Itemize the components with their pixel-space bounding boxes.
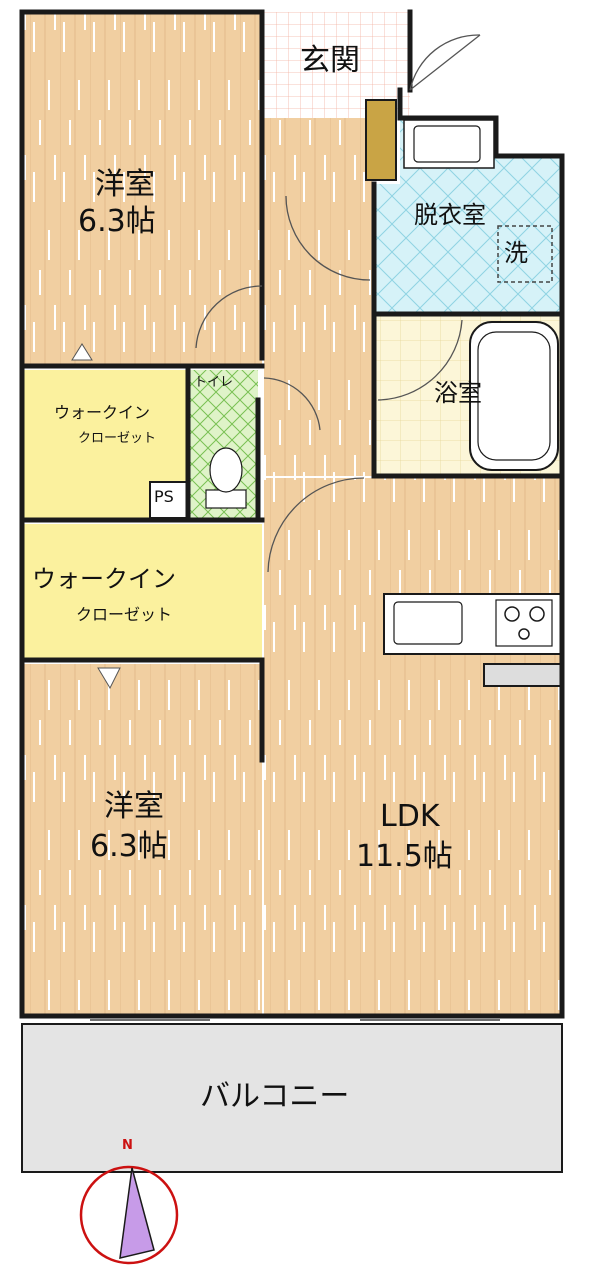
- walkin-large-line1: ウォークイン: [32, 565, 176, 593]
- bedroom-lower-name: 洋室: [104, 789, 164, 824]
- bedroom-upper-name: 洋室: [95, 167, 155, 202]
- shoe-cabinet: [365, 99, 397, 181]
- laundry-mark: 洗: [504, 239, 528, 267]
- burner: [518, 628, 530, 640]
- burner: [504, 606, 520, 622]
- compass-arrow: [119, 1167, 155, 1259]
- fridge-space: [483, 663, 563, 687]
- ldk-size: 11.5帖: [356, 839, 453, 874]
- door-marker: [71, 343, 93, 361]
- bedroom-upper-size: 6.3帖: [78, 204, 156, 239]
- door-marker: [97, 667, 121, 690]
- balcony-floor: [21, 1023, 563, 1173]
- walkin-small-line1: ウォークイン: [54, 403, 151, 422]
- washer-space: [497, 225, 553, 283]
- bedroom-upper-floor: [22, 12, 262, 364]
- bedroom-lower-floor: [22, 664, 262, 1016]
- kitchen-sink: [393, 601, 463, 645]
- ldk-name: LDK: [380, 799, 440, 834]
- bath-name: 浴室: [434, 379, 482, 407]
- ps-label: PS: [154, 487, 174, 506]
- entrance-name: 玄関: [300, 43, 360, 78]
- toilet-tank: [205, 489, 247, 509]
- bedroom-lower-size: 6.3帖: [90, 829, 168, 864]
- windows: [21, 680, 500, 1021]
- ldk-floor: [264, 478, 562, 1016]
- toilet-name: トイレ: [194, 375, 234, 390]
- burner: [529, 606, 545, 622]
- compass-north-label: N: [122, 1138, 133, 1153]
- dressing-name: 脱衣室: [414, 201, 486, 229]
- toilet-bowl: [209, 447, 243, 493]
- hallway-floor: [264, 118, 372, 476]
- walkin-large-line2: クローゼット: [76, 605, 173, 624]
- vanity-basin: [413, 125, 481, 163]
- compass: [79, 1165, 179, 1265]
- walkin-small-line2: クローゼット: [78, 431, 157, 446]
- bathtub-inner: [477, 331, 551, 461]
- walkin-large-floor: [22, 524, 262, 658]
- balcony-name: バルコニー: [200, 1079, 350, 1114]
- walls: [19, 9, 565, 1019]
- door-swings: [195, 34, 481, 573]
